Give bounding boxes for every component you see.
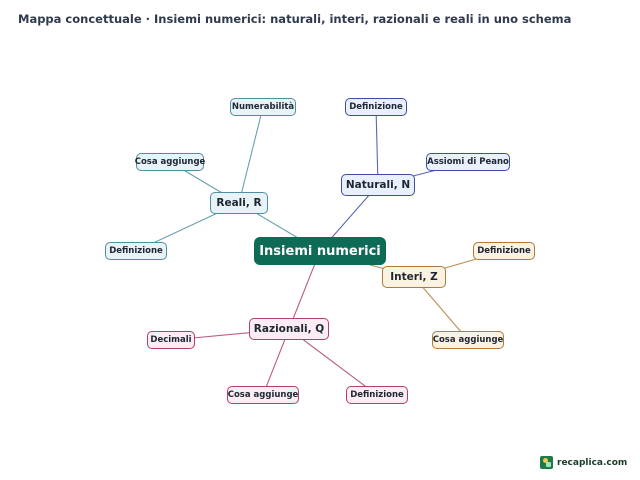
recaplica-logo-icon: [540, 456, 553, 469]
leaf-interi-cosa-aggiunge[interactable]: Cosa aggiunge: [432, 331, 504, 349]
leaf-razionali-decimali[interactable]: Decimali: [147, 331, 195, 349]
page-title: Mappa concettuale · Insiemi numerici: na…: [18, 12, 572, 26]
leaf-razionali-cosa-aggiunge[interactable]: Cosa aggiunge: [227, 386, 299, 404]
leaf-reali-numerabilita[interactable]: Numerabilità: [230, 98, 296, 116]
leaf-reali-cosa-aggiunge[interactable]: Cosa aggiunge: [135, 153, 205, 171]
leaf-naturali-assiomi-di-peano[interactable]: Assiomi di Peano: [426, 153, 510, 171]
edge-reali-numerabilita: [238, 106, 264, 204]
leaf-interi-definizione[interactable]: Definizione: [473, 242, 535, 260]
root-node[interactable]: Insiemi numerici: [254, 237, 386, 265]
leaf-razionali-definizione[interactable]: Definizione: [346, 386, 408, 404]
branch-reali[interactable]: Reali, R: [210, 192, 268, 214]
edge-razionali-cosa-aggiunge: [262, 328, 290, 396]
brand[interactable]: recaplica.com: [540, 456, 627, 469]
leaf-reali-definizione[interactable]: Definizione: [105, 242, 167, 260]
branch-interi[interactable]: Interi, Z: [382, 266, 446, 288]
branch-naturali[interactable]: Naturali, N: [341, 174, 415, 196]
edge-naturali-definizione: [375, 106, 379, 186]
brand-name: recaplica.com: [557, 457, 628, 468]
branch-razionali[interactable]: Razionali, Q: [249, 318, 329, 340]
leaf-naturali-definizione[interactable]: Definizione: [345, 98, 407, 116]
edge-razionali-definizione: [288, 328, 378, 396]
